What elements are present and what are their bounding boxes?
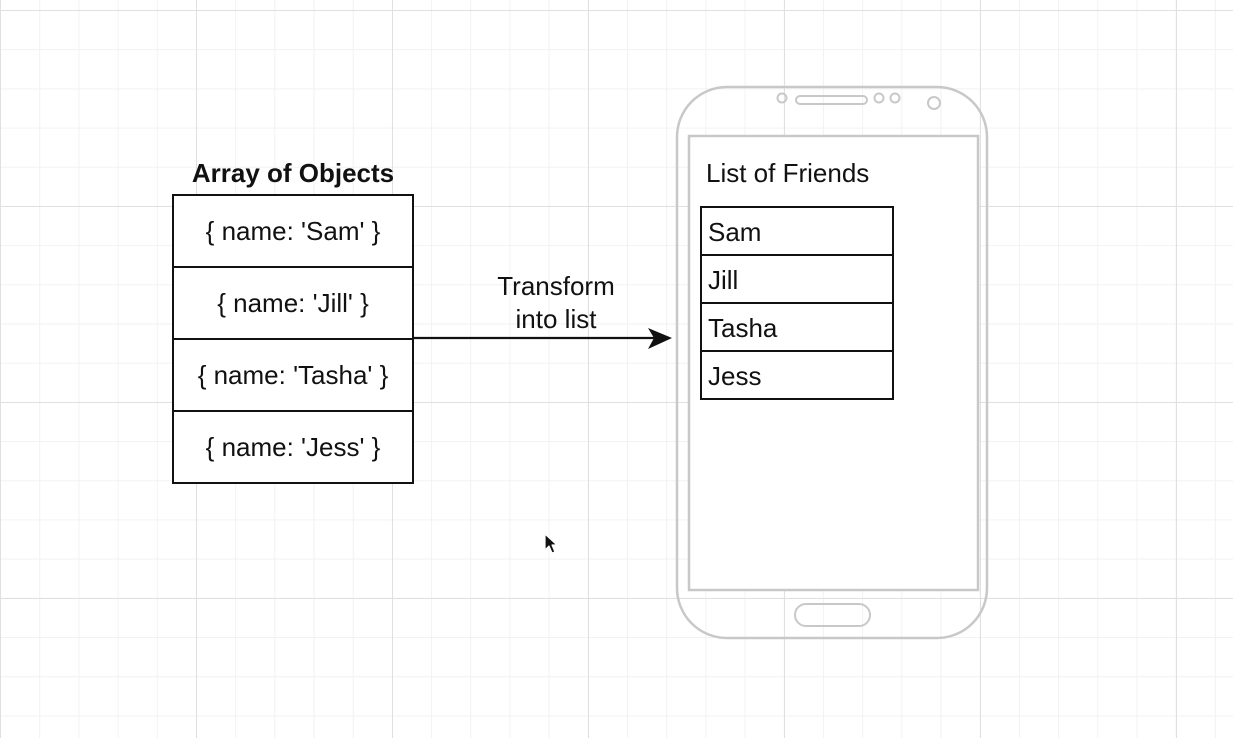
array-table: { name: 'Sam' } { name: 'Jill' } { name:… [172, 194, 414, 484]
mouse-cursor-icon [544, 533, 558, 554]
phone-sensor-icon [873, 92, 885, 104]
arrow-label: Transform into list [470, 270, 642, 336]
phone-camera-icon [927, 96, 941, 110]
phone-list-title: List of Friends [706, 158, 870, 188]
phone-home-button [794, 603, 871, 627]
arrow-label-line-2: into list [515, 304, 597, 334]
array-item: { name: 'Sam' } [174, 196, 412, 268]
friends-list: Sam Jill Tasha Jess [700, 206, 894, 400]
arrow-head [648, 328, 672, 349]
arrow-label-line-1: Transform [497, 271, 615, 301]
transform-arrow [412, 328, 672, 349]
phone-sensor-icon [889, 92, 901, 104]
phone-body [675, 85, 989, 640]
phone-sensor-icon [776, 92, 788, 104]
friend-list-item: Jess [708, 361, 762, 391]
array-item: { name: 'Jess' } [205, 432, 381, 462]
array-item: { name: 'Tasha' } [174, 340, 412, 412]
friend-list-item: Sam [702, 208, 892, 256]
friend-list-item: Tasha [702, 304, 892, 352]
friend-list-item: Jill [702, 256, 892, 304]
array-item: { name: 'Jill' } [174, 268, 412, 340]
array-title: Array of Objects [191, 158, 395, 188]
phone-speaker-icon [795, 95, 868, 105]
